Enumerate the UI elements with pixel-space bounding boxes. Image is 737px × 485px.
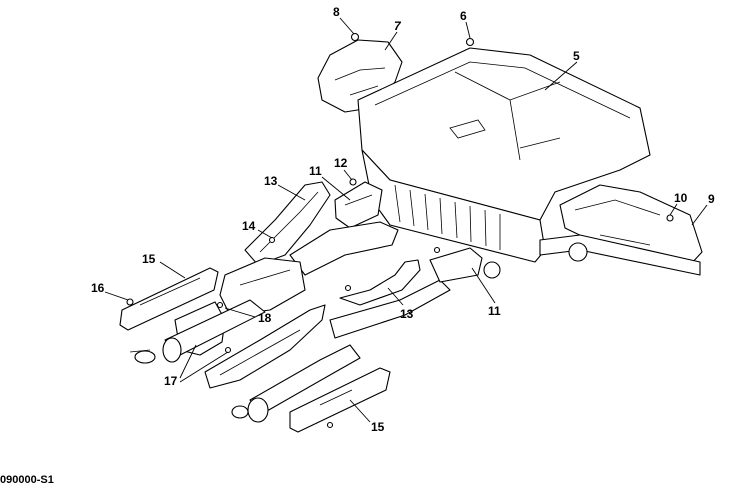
callout-9: 9: [708, 192, 715, 206]
leader-lines: [104, 17, 708, 423]
callout-13-lower: 13: [400, 307, 414, 321]
bolt-part-15: [326, 421, 334, 429]
upper-mounting-bracket: [334, 181, 383, 229]
front-pipe-left: [129, 299, 266, 364]
lower-heat-shield: [204, 304, 326, 389]
callout-8: 8: [333, 5, 340, 19]
rear-heat-shield: [559, 184, 703, 266]
callout-6: 6: [460, 9, 467, 23]
callout-18: 18: [258, 311, 272, 325]
callout-11-upper: 11: [309, 164, 322, 178]
callout-5: 5: [573, 49, 580, 63]
fasteners: [126, 32, 674, 429]
silencer-heat-shield: [357, 47, 651, 221]
callout-16: 16: [91, 281, 105, 295]
rear-outlet-pipe: [539, 234, 701, 276]
bolt-part-11: [433, 246, 441, 254]
bolt-part-17: [224, 346, 232, 354]
callout-14: 14: [242, 219, 256, 233]
bolt-part-16: [126, 298, 134, 306]
bolt-part-18: [216, 301, 224, 309]
callout-10: 10: [674, 191, 688, 205]
callout-11-lower: 11: [488, 304, 501, 318]
nut-part-12: [349, 178, 357, 186]
nut-part-10: [666, 214, 674, 222]
reference-code: 090000-S1: [0, 474, 54, 485]
callout-15-lower: 15: [371, 420, 385, 434]
front-pipe-upper: [219, 221, 399, 316]
callout-17: 17: [164, 374, 178, 388]
left-heat-shield: [119, 267, 219, 331]
lower-rear-pipe: [231, 279, 451, 423]
lower-pipe-heat-shield: [339, 259, 421, 306]
lower-mounting-bracket: [429, 247, 501, 283]
bolt-part-6: [465, 37, 475, 47]
bolt-part-14: [268, 236, 276, 244]
callout-labels: 8 7 6 5 12 11 13 14 15 16 18 17 13 11 10…: [91, 5, 715, 434]
callout-13-upper: 13: [264, 174, 278, 188]
callout-7: 7: [394, 19, 402, 33]
callout-12: 12: [334, 156, 348, 170]
lower-right-heat-shield: [289, 367, 391, 433]
callout-15-left: 15: [142, 252, 156, 266]
nut-part-8: [350, 32, 360, 42]
bolt-part-13: [344, 284, 352, 292]
